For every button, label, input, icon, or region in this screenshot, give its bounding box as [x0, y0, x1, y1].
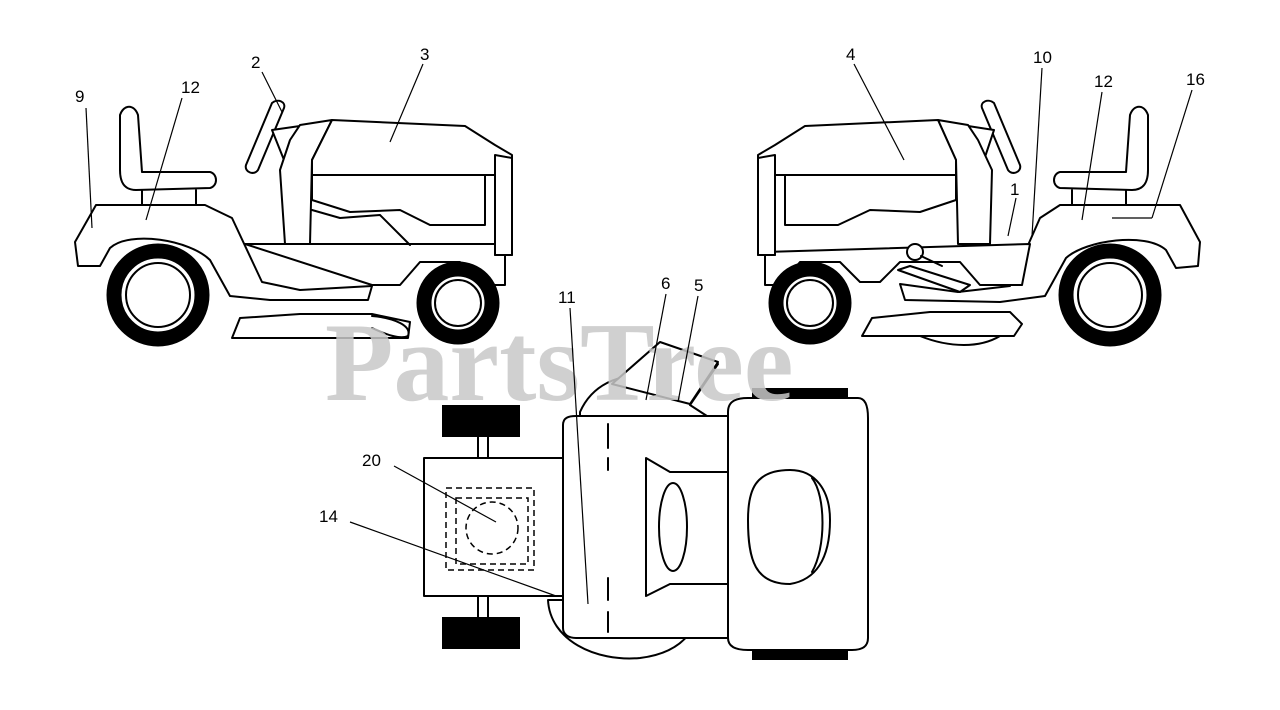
callout-labels: 9 12 2 3 4 10 12 16 1 11 6 5 20 14: [75, 45, 1205, 526]
callout-14: 14: [319, 507, 338, 526]
right-side-view-tractor: [757, 99, 1201, 347]
left-side-view-tractor: [74, 99, 513, 347]
callout-11: 11: [558, 288, 576, 307]
callout-20: 20: [362, 451, 381, 470]
leader-lines: [85, 63, 1193, 605]
watermark: PartsTree: [325, 301, 794, 425]
callout-10: 10: [1033, 48, 1052, 67]
callout-12-right: 12: [1094, 72, 1113, 91]
callout-16: 16: [1186, 70, 1205, 89]
callout-5: 5: [694, 276, 703, 295]
callout-9: 9: [75, 87, 84, 106]
top-view-tractor: [423, 341, 869, 660]
callout-6: 6: [661, 274, 670, 293]
callout-4: 4: [846, 45, 855, 64]
callout-3: 3: [420, 45, 429, 64]
callout-1: 1: [1010, 180, 1019, 199]
callout-2: 2: [251, 53, 260, 72]
callout-12-left: 12: [181, 78, 200, 97]
